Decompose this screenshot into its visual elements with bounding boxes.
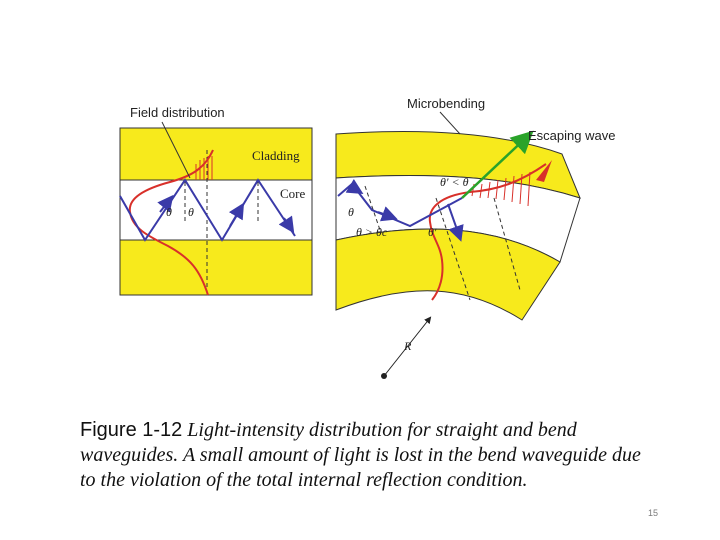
- theta-gt-critical-label: θ > θc: [356, 225, 388, 239]
- core-label: Core: [280, 186, 306, 201]
- ray-arrow: [278, 215, 295, 234]
- field-distribution-label: Field distribution: [130, 105, 225, 120]
- bent-waveguide: Microbending Escaping wave θ′ < θ θ θ > …: [335, 96, 615, 379]
- ray-arrow: [228, 202, 245, 227]
- upper-cladding: [119, 127, 313, 181]
- bent-field-curve: [428, 163, 547, 301]
- center-point: [381, 373, 387, 379]
- escape-wedge: [536, 160, 552, 182]
- theta-prime-lt-label: θ′ < θ: [440, 175, 469, 189]
- figure-caption: Figure 1-12 Light-intensity distribution…: [80, 418, 660, 493]
- waveguide-diagram: θ θ Cladding Core Field distribution: [119, 96, 615, 379]
- lower-cladding: [119, 239, 313, 296]
- figure-label: Figure 1-12: [80, 419, 183, 441]
- theta-bent-label: θ: [348, 205, 354, 219]
- straight-waveguide: θ θ Cladding Core Field distribution: [119, 105, 313, 296]
- escaping-wave-arrow: [461, 130, 534, 199]
- ray-path: [119, 178, 296, 242]
- inner-cladding: [335, 228, 561, 321]
- reflected-ray-arrow: [447, 203, 464, 242]
- radial-line: [435, 197, 471, 301]
- radius-label: R: [403, 339, 412, 353]
- escaping-wave-label: Escaping wave: [528, 128, 615, 143]
- ray-arrow: [157, 194, 174, 213]
- incident-ray-arrow: [345, 178, 364, 195]
- slide-number: 15: [648, 508, 659, 518]
- radial-line: [493, 197, 521, 291]
- theta-label: θ: [166, 205, 172, 219]
- microbending-label: Microbending: [407, 96, 485, 111]
- field-pointer-line: [161, 121, 191, 179]
- microbending-pointer: [439, 111, 461, 135]
- cladding-label: Cladding: [252, 148, 300, 163]
- theta-label: θ: [188, 205, 194, 219]
- caption-text: Light-intensity distribution for straigh…: [80, 419, 641, 491]
- bent-ray-arrow: [377, 206, 398, 222]
- radial-line: [364, 185, 381, 231]
- theta-prime-label: θ′: [428, 225, 437, 239]
- radius-arrow: [383, 316, 432, 377]
